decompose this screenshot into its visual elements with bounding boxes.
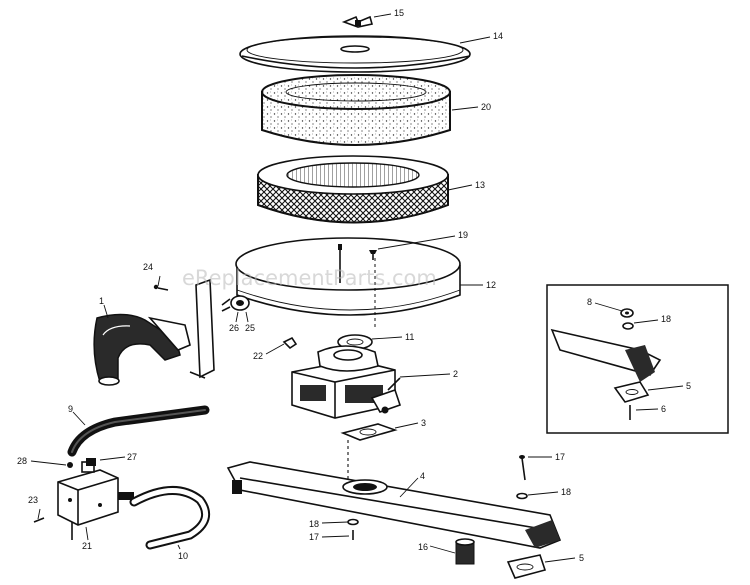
callout-22: 22 xyxy=(253,351,263,361)
callout-11: 11 xyxy=(405,332,414,342)
callout-25: 25 xyxy=(245,323,255,333)
callout-6: 6 xyxy=(661,404,666,414)
callout-12: 12 xyxy=(486,280,496,290)
fuel-hose-part xyxy=(129,486,211,550)
fuel-pump-part xyxy=(57,461,134,540)
clip-part xyxy=(282,336,298,350)
callout-18-inset: 18 xyxy=(661,314,671,324)
callout-2: 2 xyxy=(453,369,458,379)
callout-21: 21 xyxy=(82,541,92,551)
support-bracket-part xyxy=(153,278,215,379)
callout-4: 4 xyxy=(420,471,425,481)
intake-elbow-part xyxy=(93,313,191,386)
carburetor-part xyxy=(291,345,402,419)
callout-13: 13 xyxy=(475,180,485,190)
air-filter-element-part xyxy=(257,155,449,224)
callout-23: 23 xyxy=(28,495,38,505)
callout-24: 24 xyxy=(143,262,153,272)
inset-detail xyxy=(546,284,729,434)
pump-fitting-part xyxy=(67,458,96,468)
breather-fitting-part xyxy=(221,295,250,312)
callout-10: 10 xyxy=(178,551,188,561)
watermark-text: eReplacementParts.com xyxy=(182,266,437,290)
callout-1: 1 xyxy=(99,296,104,306)
callout-3: 3 xyxy=(421,418,426,428)
callout-5-inset: 5 xyxy=(686,381,691,391)
air-cleaner-cover-part xyxy=(239,35,471,73)
callout-28: 28 xyxy=(17,456,27,466)
screw-part-23 xyxy=(33,517,45,523)
air-cleaner-base-part xyxy=(235,237,461,316)
callout-9: 9 xyxy=(68,404,73,414)
fuel-line-part xyxy=(67,405,210,457)
callout-labels: 15 14 20 13 19 24 12 1 26 25 11 22 2 3 9… xyxy=(17,8,691,563)
screw-part xyxy=(369,250,377,260)
manifold-gasket-part xyxy=(506,554,547,579)
callout-14: 14 xyxy=(493,31,503,41)
callout-27: 27 xyxy=(127,452,137,462)
callout-15: 15 xyxy=(394,8,404,18)
intake-manifold-part xyxy=(226,461,562,549)
callout-8: 8 xyxy=(587,297,592,307)
leader-lines xyxy=(30,13,684,563)
callout-18-right: 18 xyxy=(561,487,571,497)
callout-16: 16 xyxy=(418,542,428,552)
callout-17-right: 17 xyxy=(555,452,565,462)
foam-precleaner-part xyxy=(261,74,451,146)
callout-26: 26 xyxy=(229,323,239,333)
callout-5-bottom: 5 xyxy=(579,553,584,563)
pipe-fitting-part xyxy=(455,538,475,565)
carburetor-gasket-part xyxy=(340,423,398,441)
callout-19: 19 xyxy=(458,230,468,240)
callout-18-bottom: 18 xyxy=(309,519,319,529)
callout-17-bottom: 17 xyxy=(309,532,319,542)
wing-nut-part xyxy=(341,15,374,28)
callout-20: 20 xyxy=(481,102,491,112)
